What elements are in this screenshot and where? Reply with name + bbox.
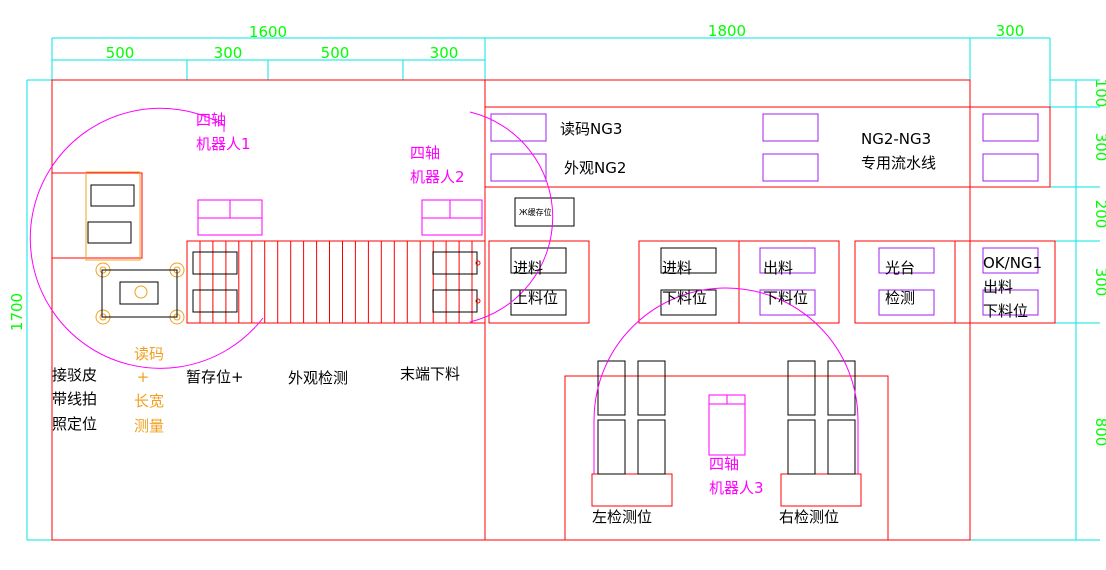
- ng-line-label-1: NG2-NG3: [861, 130, 931, 148]
- belt-label-2: 带线拍: [52, 390, 97, 408]
- appearance-check-label: 外观检测: [288, 369, 348, 387]
- ok-ng-label-1: OK/NG1: [983, 254, 1042, 272]
- read-code-label-1: 读码: [134, 345, 164, 363]
- dim-right-4: 300: [1092, 268, 1106, 297]
- temp-store-label: 暂存位+: [186, 368, 244, 386]
- conveyor-rollers: [199, 241, 473, 323]
- ok-ng-label-3: 下料位: [983, 302, 1028, 320]
- dim-total-mid: 1800: [708, 22, 746, 40]
- feed-in-up-label-1: 进料: [513, 259, 543, 277]
- optical-label-1: 光台: [885, 259, 915, 277]
- robot1-label-line1: 四轴: [196, 111, 226, 129]
- robot3-label-line1: 四轴: [709, 455, 739, 473]
- read-code-label-3: 长宽: [134, 392, 164, 410]
- robot1-label-line2: 机器人1: [196, 135, 251, 153]
- right-check-label: 右检测位: [779, 508, 839, 526]
- robot3-label-line2: 机器人3: [709, 479, 764, 497]
- frame-outlines: [51, 79, 1056, 541]
- dimension-lines: [26, 37, 1100, 541]
- belt-label-3: 照定位: [52, 415, 97, 433]
- purple-boxes: [490, 113, 1039, 316]
- feed-out-down-label-1: 出料: [763, 259, 793, 277]
- left-check-label: 左检测位: [592, 508, 652, 526]
- dim-right-5: 800: [1092, 418, 1106, 447]
- robot-elements: [29, 107, 859, 474]
- optical-label-2: 检测: [885, 289, 915, 307]
- buffer-small-label: Ж缓存位: [519, 207, 552, 217]
- feed-in-down-label-2: 下料位: [662, 289, 707, 307]
- ng-line-label-2: 专用流水线: [861, 154, 936, 172]
- dim-seg-1: 500: [106, 44, 135, 62]
- belt-label-1: 接驳皮: [52, 366, 97, 384]
- orange-labels: 读码 + 长宽 测量: [134, 345, 164, 435]
- conveyor-end-marks: [475, 260, 481, 304]
- dim-total-left: 1600: [249, 23, 287, 41]
- dim-seg-4: 300: [430, 44, 459, 62]
- dim-right-2: 300: [1092, 133, 1106, 162]
- dim-right-1: 100: [1092, 79, 1106, 108]
- station-labels: 读码NG3 外观NG2 NG2-NG3 专用流水线 Ж缓存位 进料 上料位 进料…: [52, 120, 1042, 526]
- robot-labels: 四轴 机器人1 四轴 机器人2 四轴 机器人3: [196, 111, 764, 497]
- feed-in-up-label-2: 上料位: [513, 289, 558, 307]
- dim-left-height: 1700: [8, 293, 26, 331]
- read-code-label-2: +: [137, 368, 150, 386]
- robot2-label-line2: 机器人2: [410, 168, 465, 186]
- robot2-label-line1: 四轴: [410, 144, 440, 162]
- appearance-ng2-label: 外观NG2: [564, 159, 626, 177]
- black-boxes: [87, 184, 856, 475]
- read-code-label-4: 测量: [134, 417, 164, 435]
- dimension-texts: 1600 1800 300 500 300 500 300 1700 100 3…: [8, 22, 1106, 446]
- feed-out-down-label-2: 下料位: [763, 289, 808, 307]
- feed-in-down-label-1: 进料: [662, 259, 692, 277]
- orange-fixture: [85, 171, 185, 325]
- ok-ng-label-2: 出料: [983, 278, 1013, 296]
- dim-total-right: 300: [996, 22, 1025, 40]
- dim-seg-2: 300: [214, 44, 243, 62]
- dim-seg-3: 500: [321, 44, 350, 62]
- read-code-ng3-label: 读码NG3: [560, 120, 622, 138]
- end-unload-label: 末端下料: [400, 365, 460, 383]
- dim-right-3: 200: [1092, 200, 1106, 229]
